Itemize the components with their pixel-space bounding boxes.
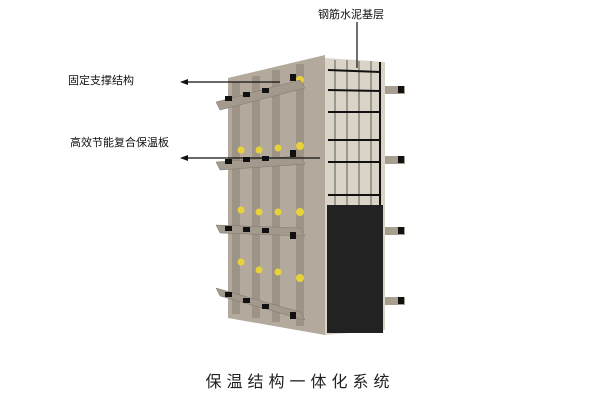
caption: 保温结构一体化系统 [205, 372, 395, 391]
label-support: 固定支撑结构 [68, 74, 134, 87]
label-rebar-base: 钢筋水泥基层 [318, 8, 384, 21]
leader-lines [180, 22, 358, 161]
insulation-foam [327, 205, 383, 333]
side-tubes [383, 86, 405, 305]
support-wales [215, 74, 306, 321]
front-panel [228, 55, 325, 335]
label-insulation: 高效节能复合保温板 [70, 136, 169, 149]
